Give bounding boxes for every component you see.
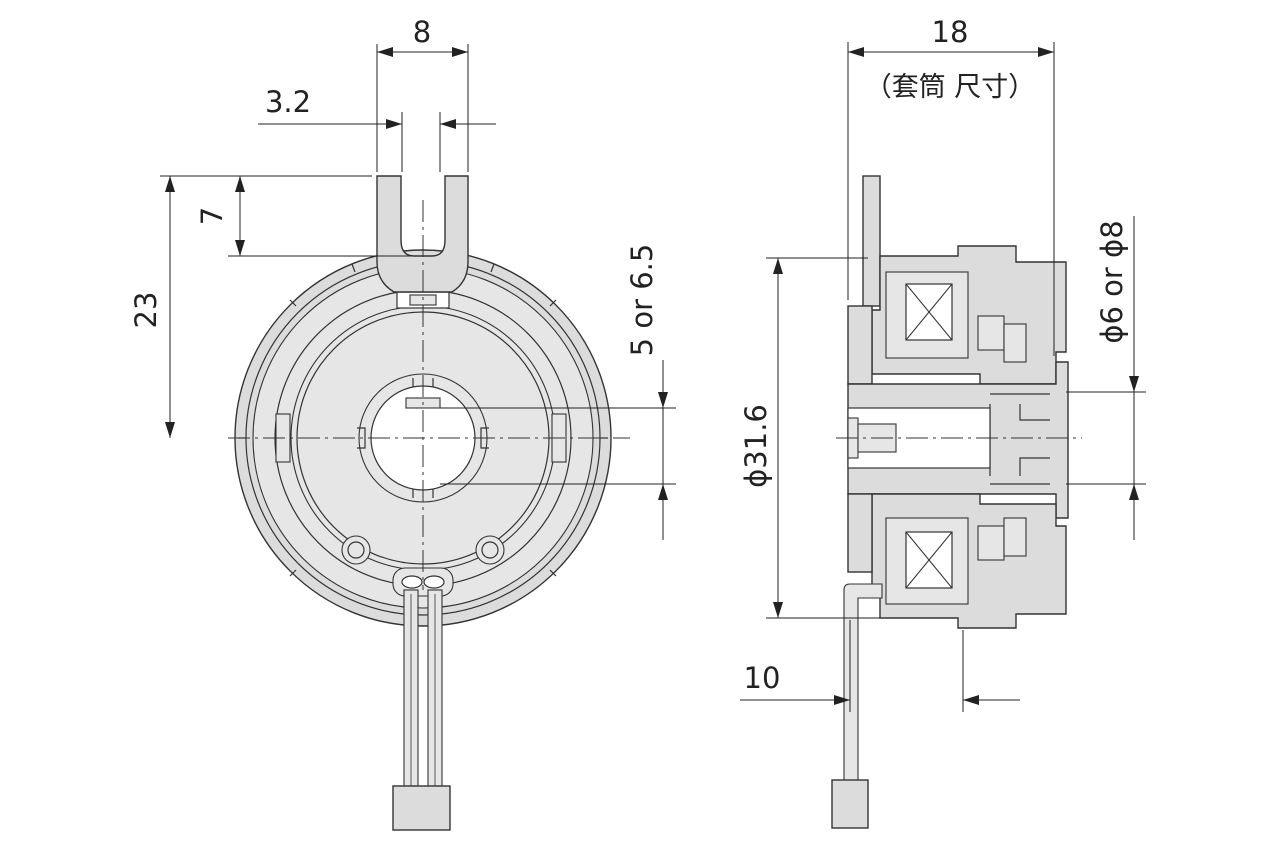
- dim-length: 18: [932, 15, 969, 49]
- side-connector: [831, 779, 869, 829]
- front-view: [228, 175, 630, 831]
- dim-diameter: ϕ31.6: [739, 404, 773, 488]
- dim-bore: ϕ6 or ϕ8: [1095, 220, 1129, 343]
- dim-lead-offset: 10: [744, 661, 781, 695]
- upper-armature: [847, 305, 873, 385]
- dim-width-total: 8: [413, 15, 431, 49]
- dim-slot-width: 3.2: [265, 85, 311, 119]
- dim-slot-depth: 7: [195, 207, 229, 225]
- anti-rotation-plate: [862, 175, 881, 307]
- side-dimensions: 18 （套筒 尺寸） ϕ31.6 ϕ6 or ϕ8 10: [739, 15, 1146, 712]
- right-boss: [475, 535, 505, 565]
- front-dimensions: 8 3.2 7 23 5 or 6.5: [129, 15, 676, 540]
- side-lead-wire: [843, 583, 883, 787]
- dim-shaft: 5 or 6.5: [625, 244, 659, 357]
- dim-length-note: （套筒 尺寸）: [865, 72, 1036, 103]
- dim-height: 23: [129, 292, 163, 329]
- anti-rotation-fork: [376, 175, 469, 293]
- side-view: [831, 175, 1082, 829]
- left-boss: [341, 535, 371, 565]
- lower-armature: [847, 493, 873, 573]
- lead-connector: [392, 785, 451, 831]
